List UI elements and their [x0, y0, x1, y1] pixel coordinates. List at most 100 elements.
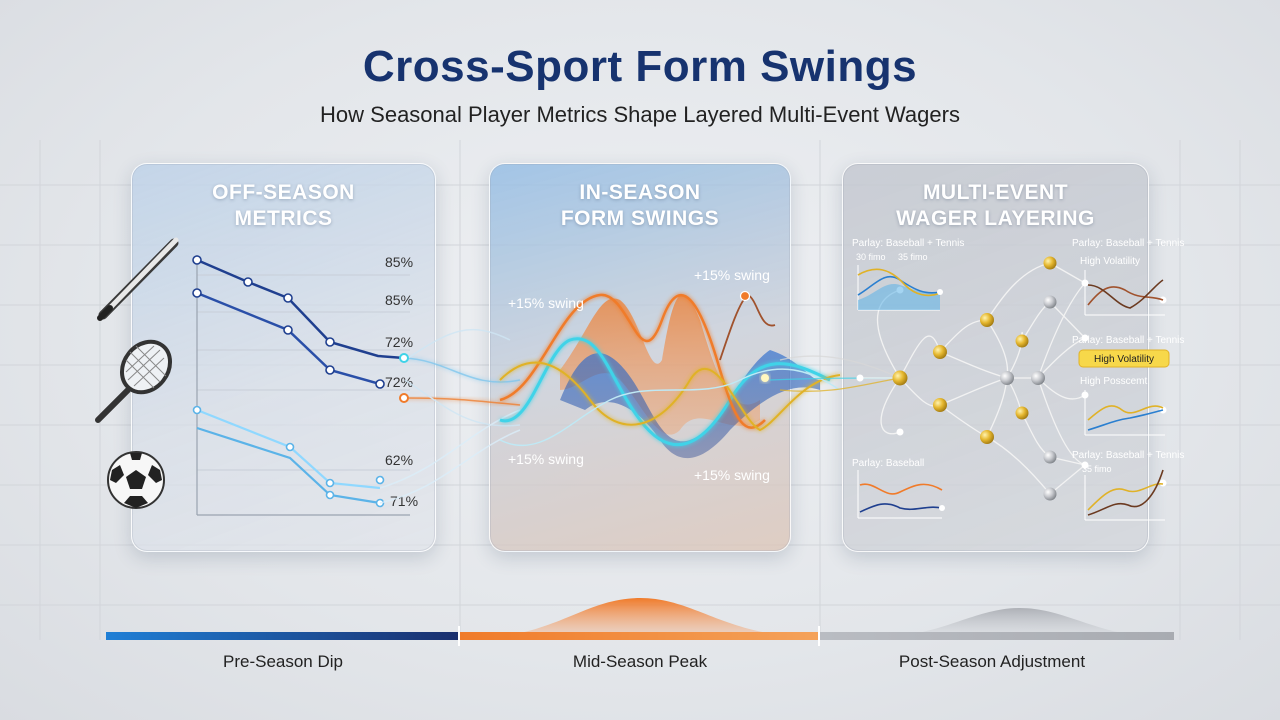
mini-chart-bottom-left — [857, 470, 945, 519]
off-season-series-lower — [196, 408, 381, 490]
gold-node — [892, 370, 908, 386]
off-season-chart: 85% 85% 72% 72% 62% 71% — [192, 254, 418, 516]
data-point — [243, 277, 253, 287]
metric-label: 62% — [385, 452, 413, 468]
gold-wave — [499, 361, 841, 432]
silver-node — [1043, 450, 1057, 464]
pre-season-bar — [106, 632, 458, 640]
phase-pre-season: Pre-Season Dip — [222, 652, 343, 671]
brown-wave — [719, 293, 776, 361]
data-point — [285, 442, 295, 452]
parlay-label: Parlay: Baseball + Tennis — [1072, 335, 1184, 346]
mini-chart-top-left — [857, 265, 943, 311]
wave-node — [739, 290, 751, 302]
end-node — [1081, 334, 1089, 342]
parlay-label: Parlay: Baseball — [852, 458, 924, 469]
off-season-title-line1: OFF-SEASON — [212, 181, 355, 204]
end-node — [1081, 461, 1089, 469]
mini-chart-top-right — [1084, 270, 1165, 316]
parlay-sub: 30 fimo 35 fimo — [856, 252, 928, 262]
parlay-label: Parlay: Baseball + Tennis — [1072, 450, 1184, 461]
silver-node — [1031, 371, 1045, 385]
gold-node — [980, 430, 994, 444]
data-point — [375, 379, 385, 389]
multi-event-title-line1: MULTI-EVENT — [922, 181, 1069, 204]
multi-event-title-line2: WAGER LAYERING — [896, 207, 1095, 230]
gold-node — [1015, 406, 1029, 420]
swing-label: +15% swing — [508, 451, 584, 467]
swing-label: +15% swing — [694, 267, 770, 283]
off-season-series-bottom — [196, 426, 381, 505]
data-point — [375, 475, 385, 485]
season-timeline — [106, 598, 1174, 646]
end-node — [856, 374, 864, 382]
gold-node — [1043, 256, 1057, 270]
post-season-bar — [820, 632, 1174, 640]
parlay-sub: High Volatility — [1080, 256, 1140, 267]
page-title: Cross-Sport Form Swings — [362, 42, 918, 91]
off-season-title-line2: METRICS — [234, 207, 333, 230]
phase-post-season: Post-Season Adjustment — [898, 652, 1086, 671]
multi-event-panel-title: MULTI-EVENT WAGER LAYERING — [843, 180, 1148, 232]
wager-nodes — [856, 256, 1167, 501]
soccer-ball-icon — [107, 451, 165, 509]
mid-season-bar — [460, 632, 818, 640]
off-season-series-upper — [196, 291, 381, 386]
parlay-label: Parlay: Baseball + Tennis — [1072, 238, 1184, 249]
orange-wave-fill — [560, 294, 760, 435]
data-point — [192, 255, 202, 265]
in-season-panel-title: IN-SEASON FORM SWINGS — [490, 180, 790, 232]
gold-node — [933, 398, 947, 412]
end-node — [896, 428, 904, 436]
off-season-series-top — [196, 258, 405, 360]
gold-node — [1015, 334, 1029, 348]
blue-wave-fill — [560, 350, 820, 459]
off-season-panel: OFF-SEASON METRICS — [131, 163, 436, 552]
metric-label: 72% — [385, 374, 413, 390]
light-wave — [499, 368, 841, 447]
data-point — [325, 337, 335, 347]
post-season-hump — [900, 608, 1140, 636]
swing-label: +15% swing — [508, 295, 584, 311]
wave-node — [761, 374, 769, 382]
parlay-label: Parlay: Baseball + Tennis — [852, 238, 964, 249]
mini-chart-bottom-right — [1084, 469, 1165, 521]
metric-label: 71% — [390, 493, 418, 509]
parlay-label: High Posscemt — [1080, 376, 1147, 387]
flow-node — [399, 393, 409, 403]
in-season-title-line2: FORM SWINGS — [560, 207, 720, 230]
high-volatility-badge: High Volatility — [1078, 349, 1170, 368]
high-volatility-badge-text: High Volatility — [1094, 354, 1154, 365]
metric-label: 85% — [385, 254, 413, 270]
swing-label: +15% swing — [694, 467, 770, 483]
silver-node — [1000, 371, 1014, 385]
data-point — [283, 293, 293, 303]
silver-node — [1043, 295, 1057, 309]
data-point — [192, 288, 202, 298]
flow-lines-left — [379, 328, 521, 504]
gold-node — [933, 345, 947, 359]
off-season-panel-title: OFF-SEASON METRICS — [132, 180, 435, 232]
data-point — [283, 325, 293, 335]
orange-wave — [499, 293, 766, 429]
in-season-title-line1: IN-SEASON — [579, 181, 701, 204]
metric-label: 85% — [385, 292, 413, 308]
parlay-sub: 35 fimo — [1082, 464, 1112, 474]
baseball-bat-icon — [97, 237, 179, 321]
mini-chart-mid-right — [1084, 390, 1165, 436]
flow-node — [399, 353, 409, 363]
end-node — [1159, 479, 1167, 487]
mid-season-hump — [500, 598, 790, 636]
metric-label: 72% — [385, 334, 413, 350]
data-point — [192, 405, 202, 415]
data-point — [325, 365, 335, 375]
in-season-waves: +15% swing +15% swing +15% swing +15% sw… — [499, 267, 841, 483]
gold-node — [980, 313, 994, 327]
page-subtitle: How Seasonal Player Metrics Shape Layere… — [320, 102, 960, 127]
tennis-racket-icon — [95, 339, 173, 423]
data-point — [325, 478, 335, 488]
phase-mid-season: Mid-Season Peak — [572, 652, 708, 671]
data-point — [325, 490, 335, 500]
silver-node — [1043, 487, 1057, 501]
